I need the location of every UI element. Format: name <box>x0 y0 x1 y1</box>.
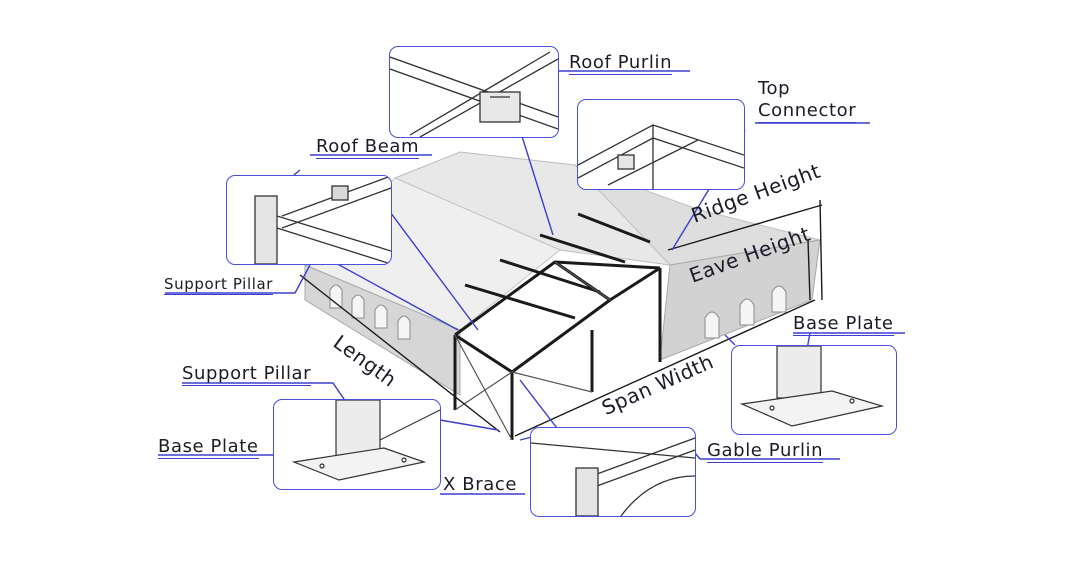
gable-purlin-detail <box>531 437 695 516</box>
windows-left <box>329 284 411 340</box>
label-roof-beam: Roof Beam <box>316 136 420 159</box>
tent-gable-wall <box>659 239 821 361</box>
inset-top-connector <box>577 99 745 190</box>
inset-gable-purlin <box>530 427 696 517</box>
label-base-plate-right: Base Plate <box>793 313 894 336</box>
label-x-brace: X Brace <box>443 474 518 495</box>
dimension-lines <box>299 199 823 437</box>
top-connector-detail <box>578 124 744 189</box>
roof-purlin-detail <box>390 51 558 137</box>
base-plate-right-detail <box>739 346 885 427</box>
inset-roof-purlin <box>389 46 559 138</box>
base-plate-left-detail <box>291 400 440 481</box>
label-base-plate-left: Base Plate <box>158 436 259 459</box>
label-connector: Connector <box>758 100 857 123</box>
label-support-pillar-bottom: Support Pillar <box>182 363 312 386</box>
tent-left-wall <box>304 264 461 396</box>
label-roof-purlin: Roof Purlin <box>569 52 673 75</box>
inset-base-plate-left <box>273 399 441 490</box>
label-top: Top <box>758 78 791 99</box>
inset-roof-beam <box>226 175 392 265</box>
roof-beam-detail <box>254 176 391 264</box>
label-gable-purlin: Gable Purlin <box>707 440 824 463</box>
windows-gable <box>704 285 787 339</box>
label-support-pillar-top: Support Pillar <box>164 275 274 295</box>
inset-base-plate-right <box>731 345 897 435</box>
